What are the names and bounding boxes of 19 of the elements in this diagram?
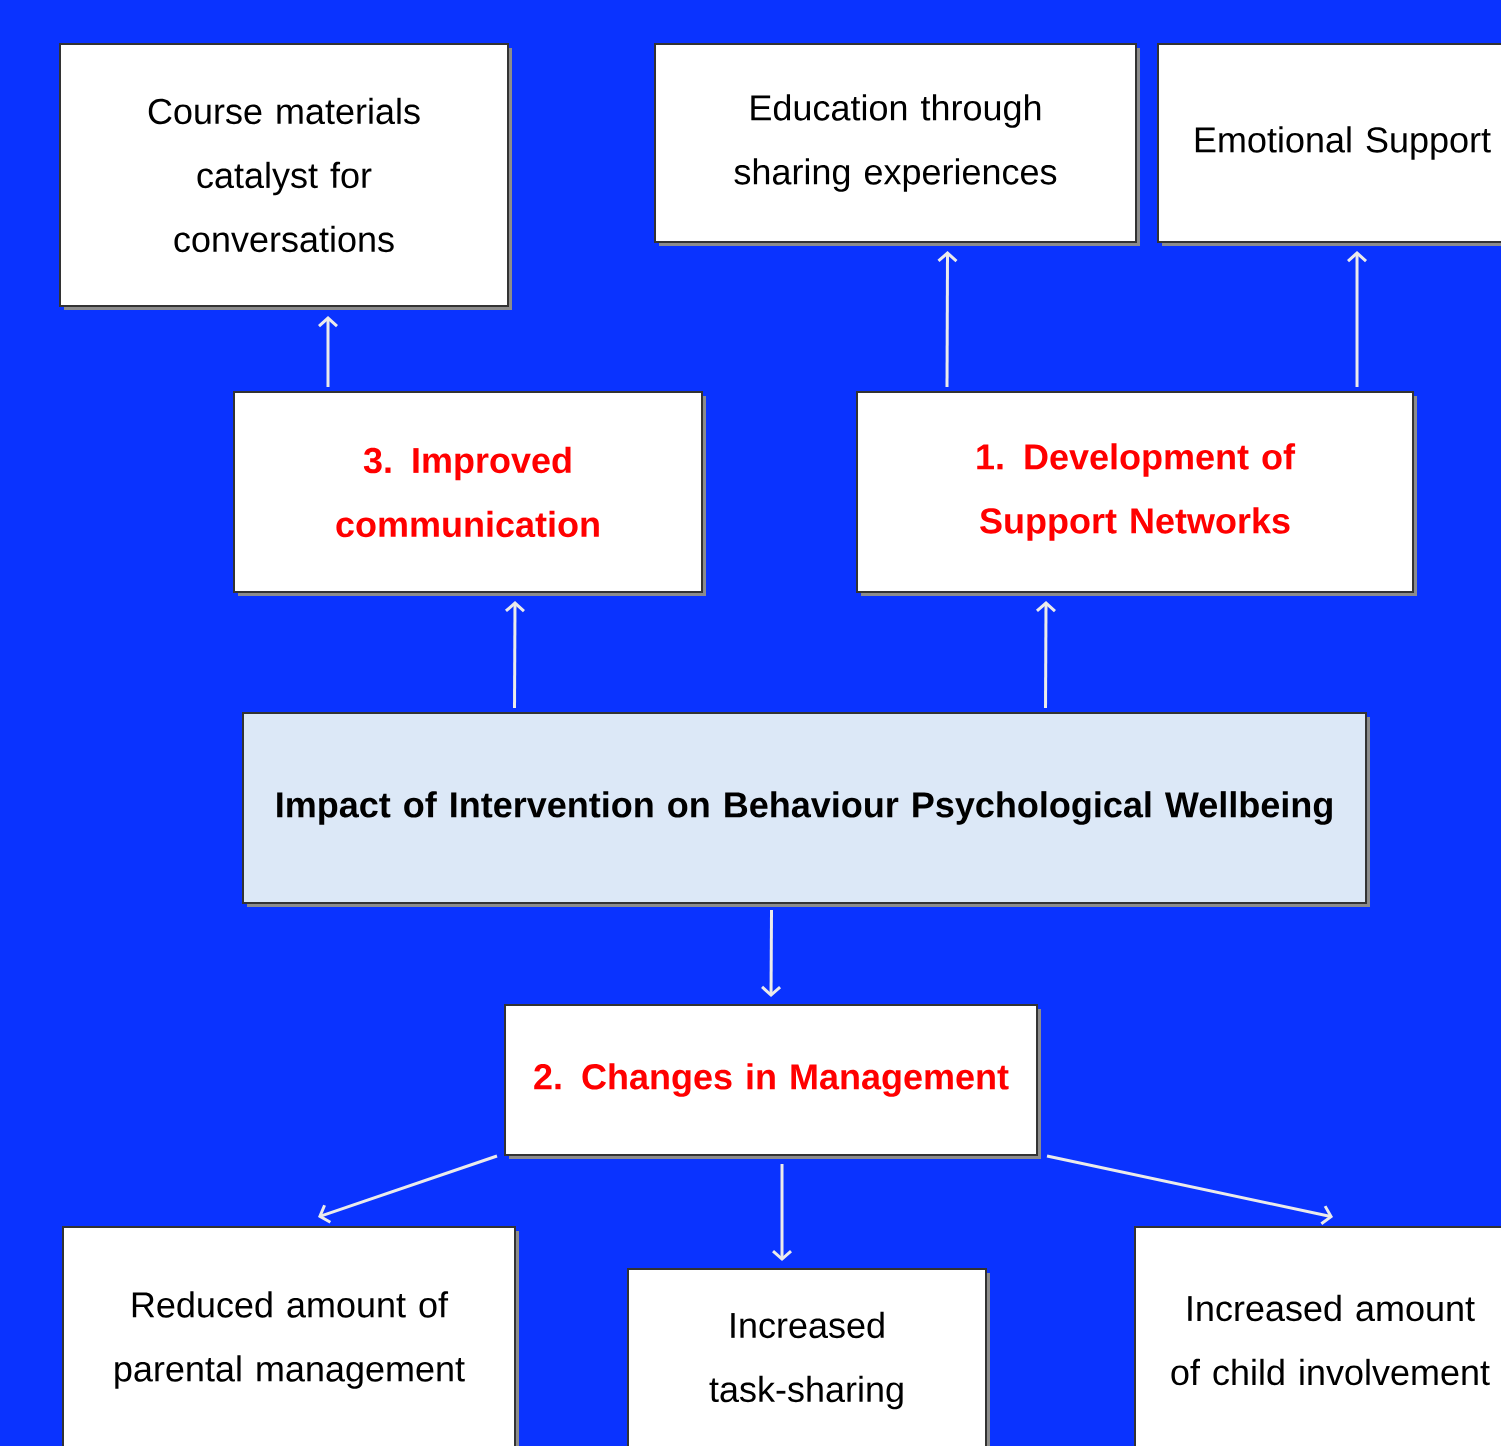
outcome-box: Increased amount of child involvement <box>1134 1226 1501 1446</box>
arrow <box>1347 251 1367 387</box>
theme-box: 1. Development of Support Networks <box>856 391 1414 593</box>
theme-box: 3. Improved communication <box>233 391 703 593</box>
outcome-box: Course materials catalyst for conversations <box>59 43 509 307</box>
arrow <box>772 1164 792 1261</box>
outcome-box: Increased task-sharing <box>627 1268 987 1446</box>
arrow <box>937 251 958 387</box>
arrow <box>761 910 782 997</box>
outcome-box: Reduced amount of parental management <box>62 1226 516 1446</box>
central-box: Impact of Intervention on Behaviour Psychological Wellbeing <box>242 712 1367 904</box>
arrow <box>318 1154 498 1224</box>
arrow <box>504 601 525 708</box>
arrow <box>318 316 338 387</box>
arrow <box>1036 601 1056 708</box>
arrow <box>1046 1154 1334 1225</box>
outcome-box: Education through sharing experiences <box>654 43 1137 243</box>
theme-box: 2. Changes in Management <box>504 1004 1038 1156</box>
outcome-box: Emotional Support <box>1157 43 1501 243</box>
